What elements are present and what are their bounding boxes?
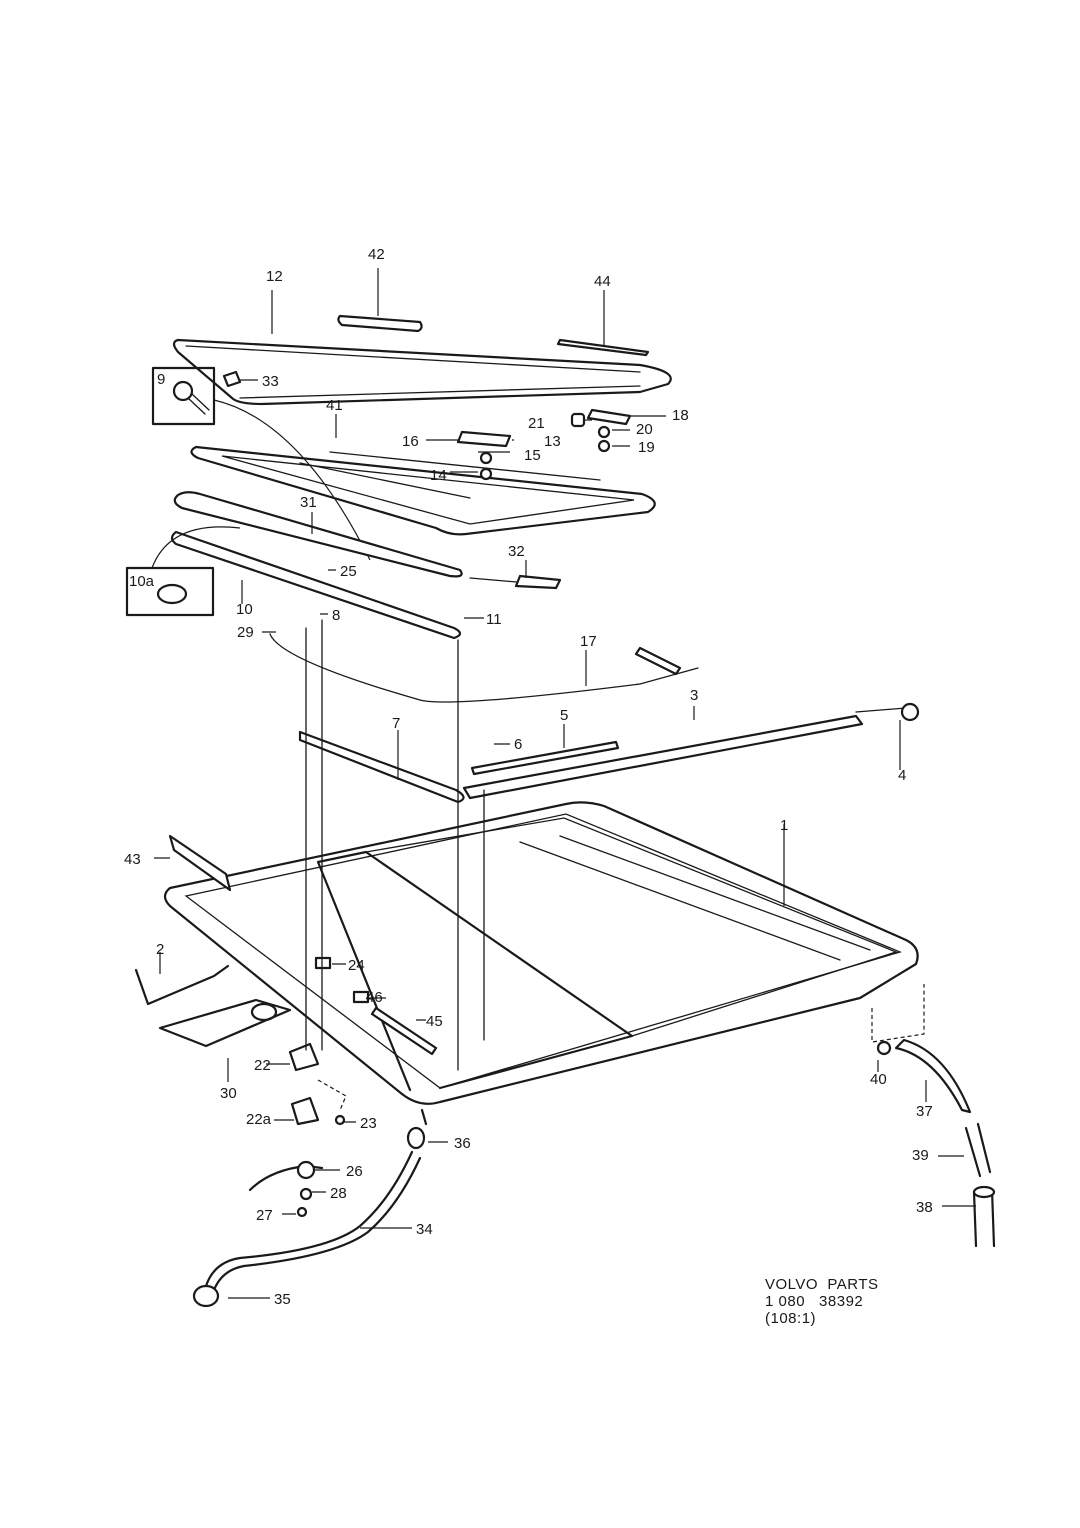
callout-13: 13 bbox=[544, 433, 561, 450]
strip-45 bbox=[370, 1006, 438, 1056]
cover-30 bbox=[158, 998, 292, 1048]
callout-44: 44 bbox=[594, 273, 611, 290]
tab-43 bbox=[168, 834, 232, 892]
cable-17 bbox=[269, 633, 699, 703]
bracket-2 bbox=[134, 964, 230, 1006]
callout-33: 33 bbox=[262, 373, 279, 390]
callout-2: 2 bbox=[156, 941, 164, 958]
mount-22 bbox=[288, 1042, 320, 1072]
callout-11: 11 bbox=[486, 611, 502, 628]
callout-21: 21 bbox=[528, 415, 545, 432]
clips-24-46 bbox=[314, 956, 370, 1004]
callout-43: 43 bbox=[124, 851, 141, 868]
bracket-13 bbox=[456, 430, 512, 448]
roof-frame-1 bbox=[163, 801, 919, 1105]
footer-code: 1 080 38392 bbox=[765, 1293, 864, 1310]
callout-7: 7 bbox=[392, 715, 400, 732]
footer-brand: VOLVO PARTS bbox=[765, 1276, 879, 1293]
callout-4: 4 bbox=[898, 767, 906, 784]
callout-37: 37 bbox=[916, 1103, 933, 1120]
callout-25: 25 bbox=[340, 563, 357, 580]
callout-34: 34 bbox=[416, 1221, 433, 1238]
rail-5 bbox=[470, 740, 620, 776]
callout-28: 28 bbox=[330, 1185, 347, 1202]
callout-1: 1 bbox=[780, 817, 788, 834]
callout-24: 24 bbox=[348, 957, 365, 974]
callout-36: 36 bbox=[454, 1135, 471, 1152]
detail-box-9 bbox=[151, 366, 371, 561]
connector-36 bbox=[406, 1108, 428, 1150]
frame-41 bbox=[190, 445, 656, 536]
mount-22a bbox=[290, 1096, 320, 1126]
bracket-18 bbox=[586, 408, 632, 426]
detail-box-10a bbox=[125, 526, 241, 617]
callout-19: 19 bbox=[638, 439, 655, 456]
callout-27: 27 bbox=[256, 1207, 273, 1224]
callout-22: 22 bbox=[254, 1057, 271, 1074]
callout-8: 8 bbox=[332, 607, 340, 624]
clip-21 bbox=[570, 412, 586, 428]
drain-hose-34 bbox=[204, 1150, 422, 1292]
pin-4 bbox=[855, 702, 920, 722]
callout-31: 31 bbox=[300, 494, 317, 511]
callout-3: 3 bbox=[690, 687, 698, 704]
trim-strip-44 bbox=[556, 338, 650, 357]
leader-lines bbox=[154, 268, 976, 1299]
callout-42: 42 bbox=[368, 246, 385, 263]
clip-33 bbox=[222, 370, 242, 388]
callout-22a: 22a bbox=[246, 1111, 272, 1128]
callout-35: 35 bbox=[274, 1291, 291, 1308]
callout-20: 20 bbox=[636, 421, 653, 438]
footer-ref: (108:1) bbox=[765, 1310, 817, 1327]
callout-40: 40 bbox=[870, 1071, 887, 1088]
callout-39: 39 bbox=[912, 1147, 929, 1164]
callout-32: 32 bbox=[508, 543, 525, 560]
callout-30: 30 bbox=[220, 1085, 237, 1102]
rail-3 bbox=[462, 714, 864, 800]
callout-14: 14 bbox=[430, 467, 447, 484]
screws-23-27-28 bbox=[296, 1114, 346, 1218]
callout-16: 16 bbox=[402, 433, 419, 450]
callout-18: 18 bbox=[672, 407, 689, 424]
callout-10a: 10a bbox=[129, 573, 155, 590]
callout-6: 6 bbox=[514, 736, 522, 753]
callout-17: 17 bbox=[580, 633, 597, 650]
callout-46: 46 bbox=[366, 989, 383, 1006]
callout-9: 9 bbox=[157, 371, 165, 388]
glass-panel bbox=[172, 338, 672, 406]
callout-10: 10 bbox=[236, 601, 253, 618]
callout-26: 26 bbox=[346, 1163, 363, 1180]
rail-31 bbox=[173, 491, 463, 578]
callout-38: 38 bbox=[916, 1199, 933, 1216]
callout-15: 15 bbox=[524, 447, 541, 464]
callout-12: 12 bbox=[266, 268, 283, 285]
callout-labels: 1234567891010a11121314151617181920212222… bbox=[124, 246, 933, 1308]
callout-41: 41 bbox=[326, 397, 343, 414]
drain-hose-37-38-39-40 bbox=[871, 984, 996, 1248]
rail-10 bbox=[170, 530, 462, 640]
callout-23: 23 bbox=[360, 1115, 377, 1132]
bolts-14-15-19-20 bbox=[479, 425, 611, 481]
rail-7 bbox=[298, 730, 465, 804]
grommet-35 bbox=[192, 1284, 220, 1308]
callout-5: 5 bbox=[560, 707, 568, 724]
diagram-footer: VOLVO PARTS 1 080 38392 (108:1) bbox=[765, 1276, 879, 1327]
callout-29: 29 bbox=[237, 624, 254, 641]
alignment-lines bbox=[305, 619, 485, 1111]
arm-26 bbox=[248, 1160, 324, 1192]
bracket-32 bbox=[469, 574, 562, 590]
callout-45: 45 bbox=[426, 1013, 443, 1030]
trim-strip-42 bbox=[337, 314, 423, 333]
